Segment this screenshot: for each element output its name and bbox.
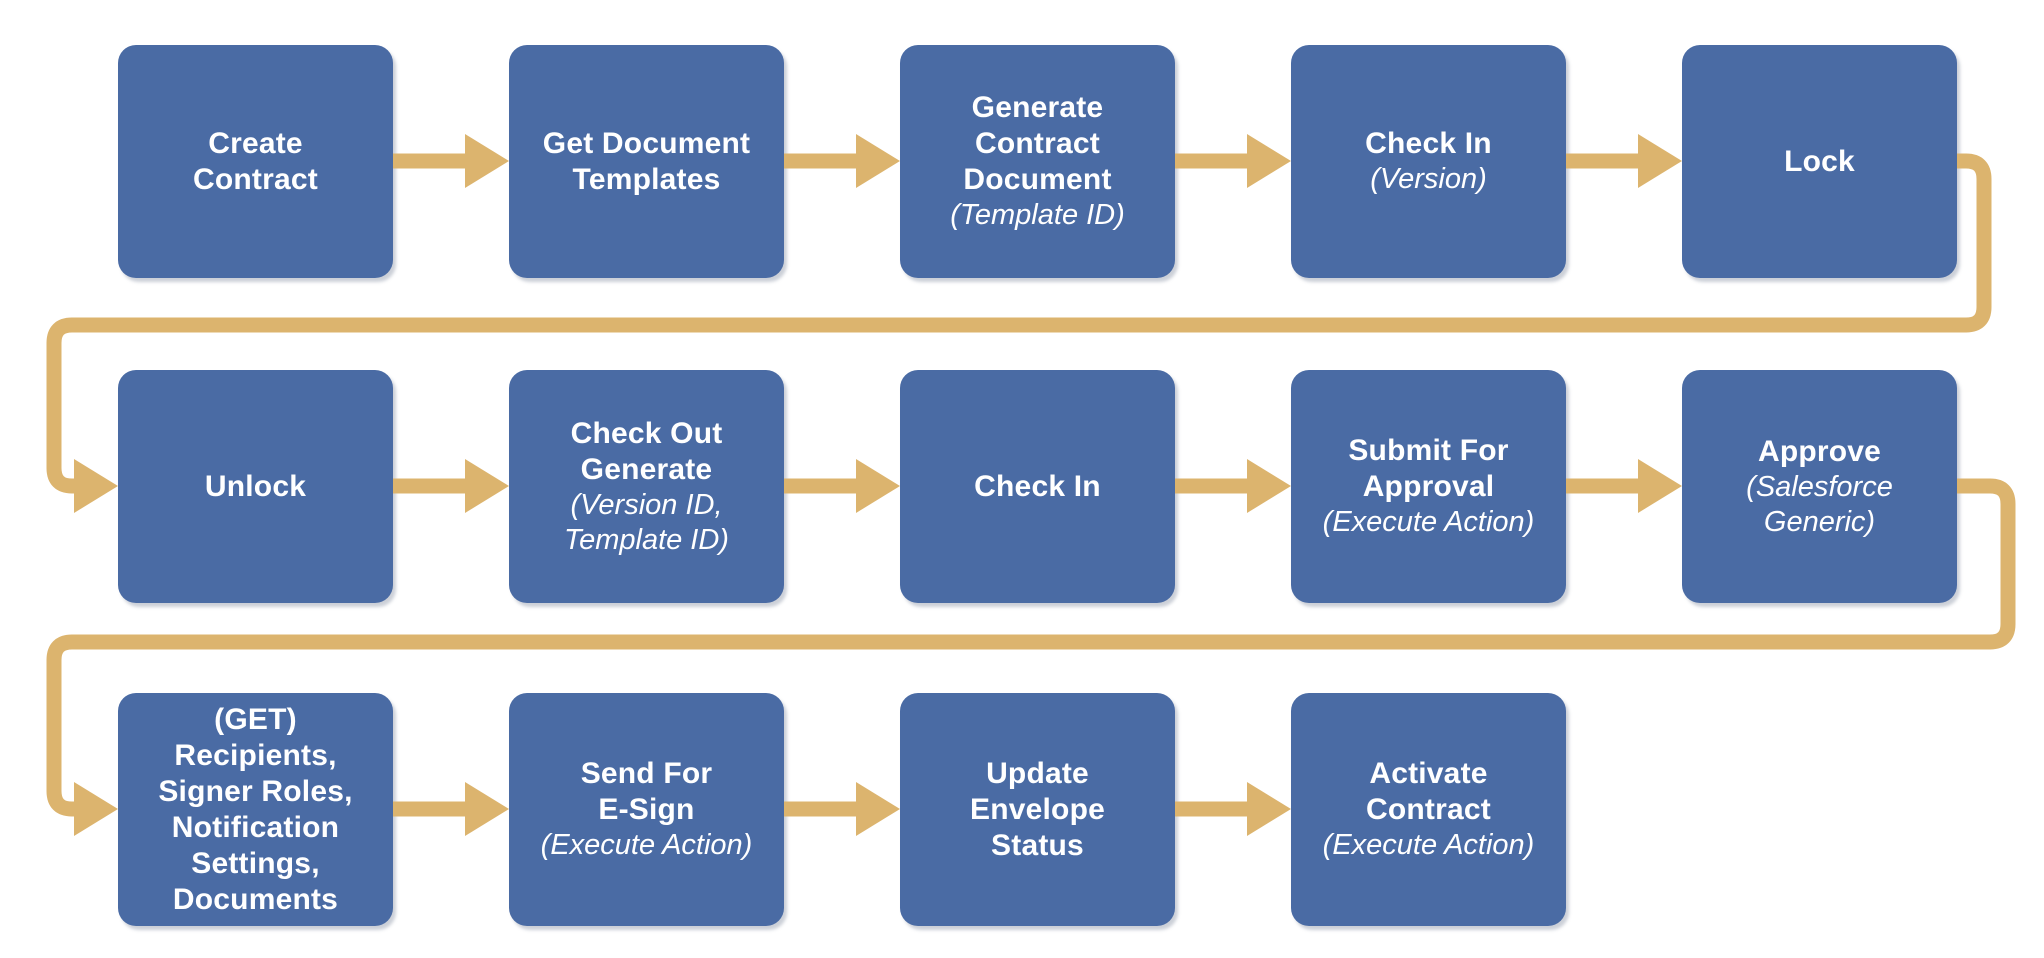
node-subtitle-line: (Execute Action) (540, 829, 753, 861)
arrow-check-out-generate-to-check-in (784, 459, 900, 513)
arrowhead-icon (74, 459, 118, 513)
arrowhead-icon (856, 782, 900, 836)
arrowhead-icon (465, 134, 509, 188)
node-title-line: Check In (974, 469, 1101, 503)
node-title-line: Recipients, (174, 738, 337, 772)
arrow-generate-contract-document-to-check-in-version (1175, 134, 1291, 188)
node-title-line: Status (991, 828, 1084, 862)
arrowhead-icon (856, 459, 900, 513)
arrow-send-for-e-sign-to-update-envelope-status (784, 782, 900, 836)
arrowhead-icon (465, 459, 509, 513)
arrow-get-document-templates-to-generate-contract-document (784, 134, 900, 188)
node-title-line: Templates (572, 162, 721, 196)
node-subtitle-line: Template ID) (564, 523, 729, 556)
node-subtitle-line: (Template ID) (950, 199, 1125, 231)
arrow-submit-for-approval-to-approve (1566, 459, 1682, 513)
node-title-line: Submit For (1348, 434, 1509, 467)
node-title-line: Envelope (970, 792, 1105, 826)
node-title-line: Generate (971, 91, 1104, 124)
node-title-line: Document (963, 163, 1112, 196)
arrowhead-icon (1247, 782, 1291, 836)
arrow-unlock-to-check-out-generate (393, 459, 509, 513)
node-title-line: Generate (580, 452, 713, 486)
node-title-line: Settings, (191, 846, 320, 880)
node-title-line: (GET) (214, 702, 297, 736)
node-check-in: Check In (900, 370, 1175, 603)
node-title-line: Check Out (570, 416, 723, 450)
node-title-line: Activate (1369, 757, 1488, 790)
node-title-line: Contract (975, 127, 1100, 160)
arrowhead-icon (1638, 459, 1682, 513)
arrowhead-icon (1247, 459, 1291, 513)
arrowhead-icon (856, 134, 900, 188)
node-subtitle-line: (Version ID, (570, 488, 723, 521)
node-subtitle-line: (Version) (1370, 163, 1487, 195)
node-title-line: Contract (1366, 793, 1491, 826)
node-title-line: E-Sign (598, 793, 695, 826)
node-subtitle-line: (Execute Action) (1322, 506, 1535, 538)
arrowhead-icon (74, 782, 118, 836)
node-get-recipients: (GET)Recipients,Signer Roles,Notificatio… (118, 693, 393, 926)
node-title-line: Check In (1365, 127, 1492, 160)
node-subtitle-line: Generic) (1763, 505, 1876, 538)
node-title-line: Get Document (542, 126, 751, 160)
node-subtitle-line: (Execute Action) (1322, 829, 1535, 861)
arrowhead-icon (1247, 134, 1291, 188)
node-title-line: Notification (171, 810, 340, 844)
node-title-line: Send For (580, 757, 713, 790)
node-lock: Lock (1682, 45, 1957, 278)
arrow-check-in-to-submit-for-approval (1175, 459, 1291, 513)
node-title-line: Contract (193, 162, 318, 196)
arrowhead-icon (465, 782, 509, 836)
node-title-line: Update (986, 756, 1089, 790)
arrow-create-contract-to-get-document-templates (393, 134, 509, 188)
node-title-line: Lock (1784, 144, 1855, 178)
node-subtitle-line: (Salesforce (1746, 470, 1893, 503)
node-check-in-version: Check In(Version) (1291, 45, 1566, 278)
node-title-line: Create (208, 126, 303, 160)
node-unlock: Unlock (118, 370, 393, 603)
node-title-line: Documents (172, 882, 339, 916)
node-title-line: Approval (1362, 470, 1495, 503)
node-title-line: Signer Roles, (158, 774, 353, 808)
node-title-line: Approve (1757, 434, 1882, 468)
arrowhead-icon (1638, 134, 1682, 188)
node-title-line: Unlock (204, 469, 307, 503)
arrow-check-in-version-to-lock (1566, 134, 1682, 188)
arrow-update-envelope-status-to-activate-contract (1175, 782, 1291, 836)
arrow-get-recipients-to-send-for-e-sign (393, 782, 509, 836)
